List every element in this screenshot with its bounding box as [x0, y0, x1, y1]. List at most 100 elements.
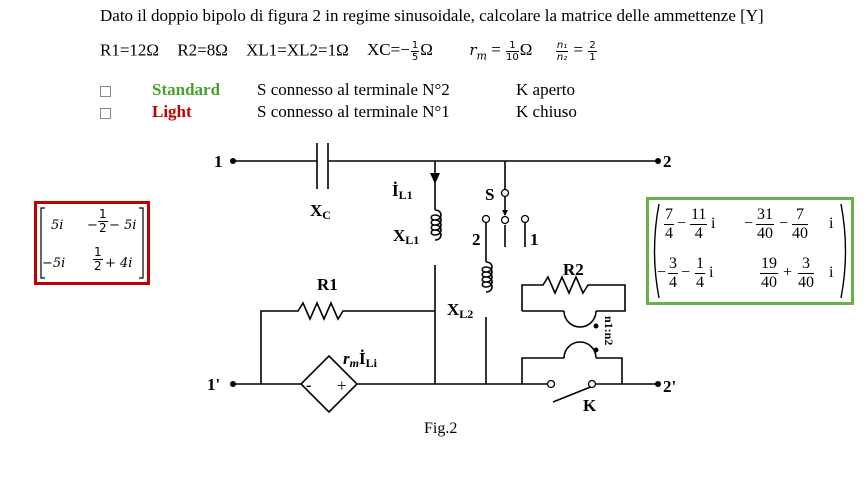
param-xc-unit: Ω	[420, 40, 433, 60]
fraction-denominator: 4	[669, 274, 677, 291]
problem-title: Dato il doppio bipolo di figura 2 in reg…	[100, 6, 764, 25]
fraction-denominator: 2	[99, 221, 107, 235]
switch-pos2-label: 2	[472, 230, 481, 249]
resistor-r1	[260, 301, 435, 384]
terminal-1p-label: 1'	[207, 375, 220, 394]
fraction-denominator: 4	[694, 225, 703, 242]
xl1-label: XL1	[393, 226, 419, 247]
option-standard-label: Standard	[152, 80, 221, 99]
switch-s-pivot	[500, 188, 510, 198]
r1-label: R1	[317, 275, 338, 294]
switch-s-contact	[500, 215, 510, 225]
y22-imag: + 4i	[105, 256, 133, 271]
fraction-numerator: 1	[695, 255, 705, 274]
option-light-k-config: K chiuso	[516, 102, 577, 121]
il1-symbol: İ	[392, 181, 399, 200]
terminal-2-label: 2	[663, 152, 672, 171]
figure-caption: Fig.2	[424, 420, 458, 437]
inductor-l1	[430, 209, 442, 241]
option-standard-s-config: S connesso al terminale N°2	[257, 80, 450, 99]
current-arrow-il1	[430, 173, 440, 184]
fraction-numerator: 19	[760, 255, 778, 274]
transformer-secondary	[563, 341, 597, 359]
fraction-denominator: 4	[665, 225, 673, 242]
y11: 5i	[51, 218, 64, 233]
terminal-1-dot	[230, 158, 236, 164]
y12-op: −	[779, 215, 789, 232]
il1-subscript: L1	[399, 188, 413, 202]
xc-subscript: C	[322, 208, 331, 222]
fraction-denominator: n₂	[556, 52, 568, 63]
terminal-1-label: 1	[214, 152, 223, 171]
fraction-numerator: 3	[668, 255, 678, 274]
option-light-label: Light	[152, 102, 192, 121]
fraction-numerator: 1	[93, 245, 103, 260]
switch-s-terminal-1	[520, 214, 530, 224]
fraction-denominator: 2	[94, 259, 102, 273]
switch-k-blade	[552, 385, 594, 403]
matrix-brackets	[40, 207, 144, 279]
standard-checkbox[interactable]	[100, 85, 111, 97]
inductor-l2	[481, 261, 493, 293]
xc-label: XC	[310, 201, 331, 222]
switch-s-terminal-2	[481, 214, 491, 224]
param-rm-unit: Ω	[519, 40, 533, 60]
y21-op: −	[681, 264, 691, 281]
fraction-denominator: 5	[411, 52, 419, 63]
y11-op: −	[677, 215, 687, 232]
secondary-left	[521, 357, 564, 384]
fraction-numerator: 2	[588, 40, 597, 52]
option-standard-k-config: K aperto	[516, 80, 576, 99]
option-light	[100, 102, 111, 122]
source-sub: Li	[366, 356, 378, 370]
light-checkbox[interactable]	[100, 107, 111, 119]
xl2-label: XL2	[447, 300, 473, 321]
switch-s-label: S	[485, 185, 494, 204]
y12-unit: i	[829, 215, 834, 232]
xl2-symbol: X	[447, 300, 460, 319]
fraction-numerator: 7	[792, 206, 808, 225]
rm-symbol: r	[469, 41, 477, 60]
transformer-dot-secondary	[593, 347, 599, 353]
transformer-ratio-label: n1:n2	[602, 316, 616, 345]
y22-unit: i	[829, 264, 834, 281]
y12-sign: −	[87, 218, 98, 233]
switch-s-arrow	[502, 210, 508, 216]
fraction-numerator: 1	[410, 40, 420, 52]
source-m: m	[350, 356, 359, 370]
xl1-subscript: L1	[405, 233, 419, 247]
switch-k-label: K	[583, 396, 597, 415]
fraction-numerator: 31	[756, 206, 774, 225]
terminal-1p-dot	[230, 381, 236, 387]
switch-pos1-label: 1	[530, 230, 539, 249]
y12-imag: − 5i	[109, 218, 137, 233]
y12-sign: −	[744, 215, 754, 232]
transformer-dot-primary	[593, 323, 599, 329]
param-r1: R1=12Ω	[100, 40, 160, 60]
y22-op: +	[783, 264, 793, 281]
option-standard	[100, 80, 111, 100]
source-label: rmİLi	[343, 349, 378, 370]
source-minus: -	[306, 377, 311, 394]
fraction-denominator: 4	[696, 274, 704, 291]
fraction-denominator: 40	[792, 225, 808, 242]
fraction-numerator: 3	[798, 255, 814, 274]
y21-unit: i	[709, 264, 714, 281]
rm-subscript: m	[476, 49, 487, 63]
terminal-2-dot	[655, 158, 661, 164]
switch-k-right	[587, 379, 597, 389]
